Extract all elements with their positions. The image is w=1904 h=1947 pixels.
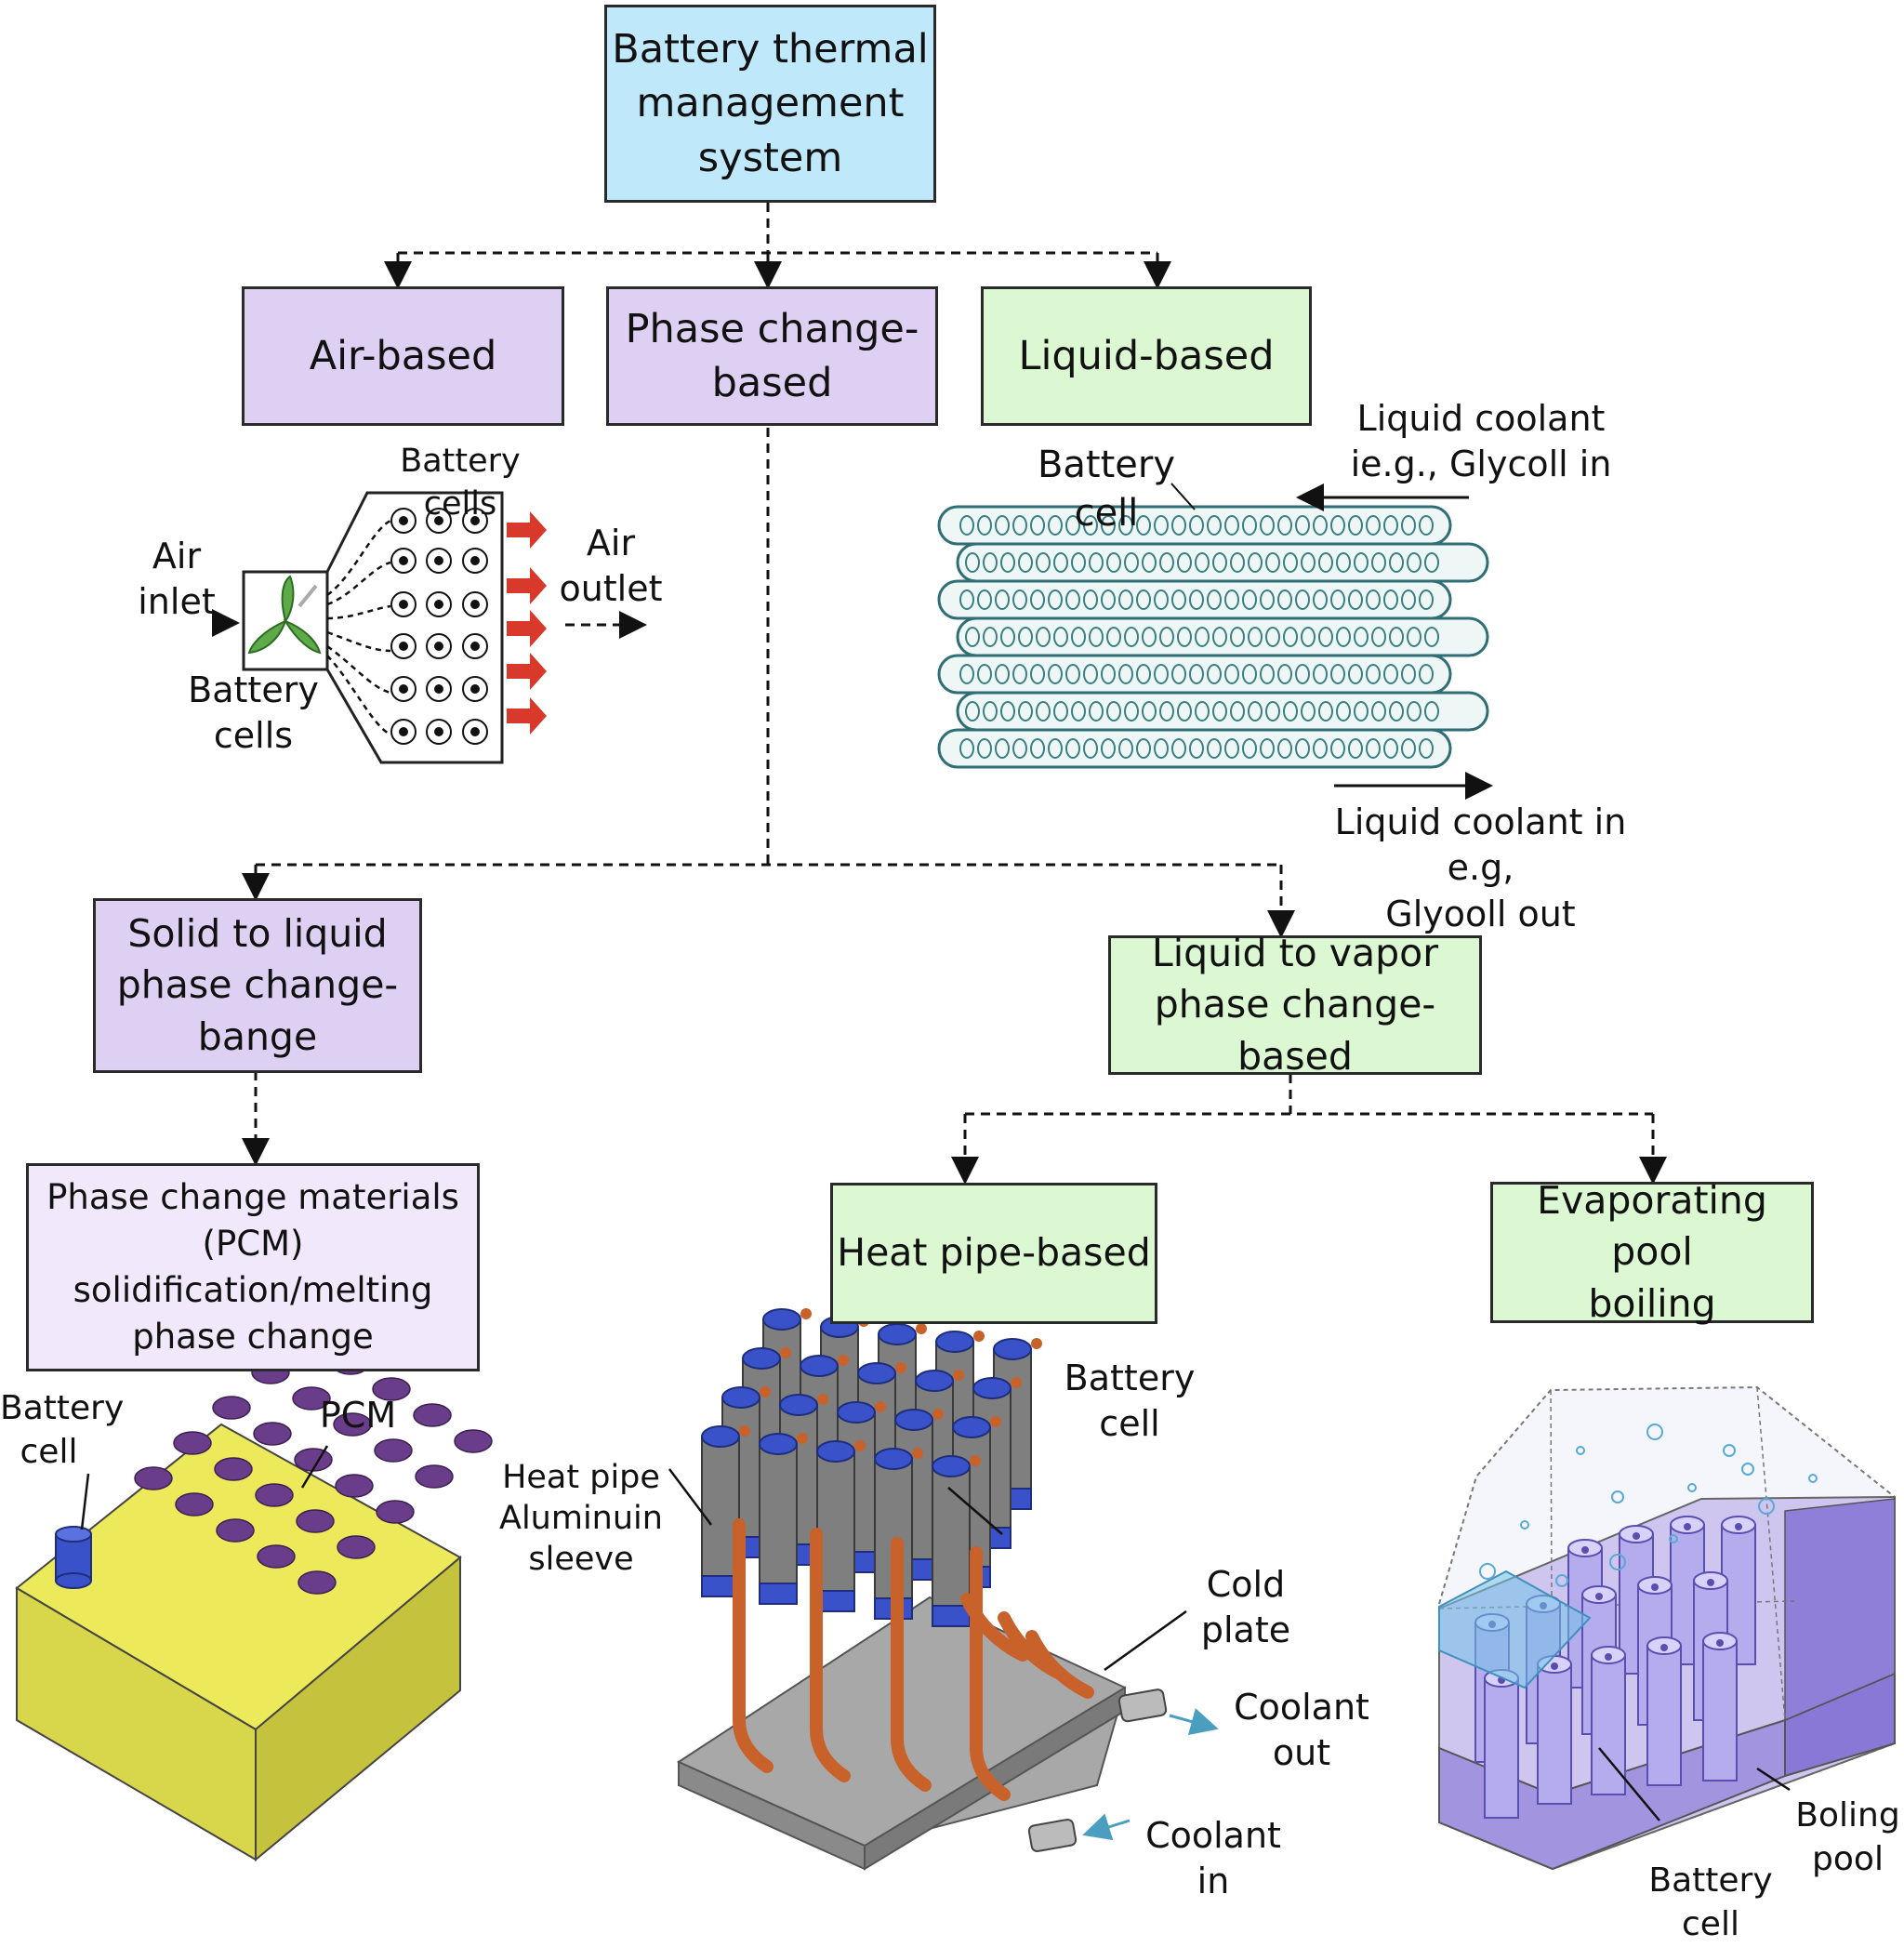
heatpipe-cell	[816, 1450, 855, 1610]
heat-pipe	[733, 1518, 774, 1773]
label-air-battery-cells-top: Battery cells	[400, 443, 521, 523]
heat-pipe	[891, 1537, 932, 1792]
box-liquid-based: Liquid-based	[981, 286, 1312, 426]
pcm-hole	[257, 1544, 296, 1569]
label-pool-battery-cell: Battery cell	[1648, 1861, 1773, 1943]
pool-cell	[1646, 1645, 1682, 1786]
bubble	[1576, 1446, 1585, 1455]
bubble	[1687, 1483, 1697, 1492]
bubble	[1808, 1474, 1818, 1483]
label-coolant-in: Liquid coolant ie.g., Glycoll in	[1350, 398, 1612, 485]
box-solid-to-liquid: Solid to liquid phase change- bange	[93, 898, 422, 1073]
air-illustration	[212, 491, 647, 764]
box-evaporating-pool: Evaporating pool boiling	[1490, 1178, 1814, 1326]
pcm-hole	[296, 1509, 335, 1533]
bubble	[1520, 1520, 1529, 1530]
label-liquid-battery-cell: Battery cell	[1037, 444, 1176, 535]
pcm-hole	[255, 1483, 294, 1507]
pool-cell	[1537, 1663, 1572, 1805]
bubble	[1609, 1554, 1626, 1570]
pcm-hole	[374, 1438, 413, 1463]
heat-pipe	[810, 1528, 851, 1782]
pcm-hole	[298, 1570, 337, 1595]
connector-layer	[15, 203, 1896, 1871]
label-hp-sleeve: Heat pipe Aluminuin sleeve	[499, 1459, 663, 1578]
pcm-hole	[372, 1377, 411, 1401]
bubble	[1758, 1498, 1775, 1515]
label-pcm: PCM	[319, 1395, 397, 1436]
bubble	[1555, 1574, 1568, 1587]
label-coolant-out: Liquid coolant in e.g, Glyooll out	[1334, 801, 1627, 934]
label-pcm-battery-cell: Battery cell	[0, 1389, 125, 1471]
pcm-hole	[173, 1431, 212, 1455]
pcm-hole	[253, 1422, 292, 1446]
pcm-hole	[134, 1466, 173, 1490]
heat-pipe	[1025, 1630, 1094, 1699]
box-heat-pipe: Heat pipe-based	[830, 1183, 1157, 1324]
box-pcm: Phase change materials (PCM) solidificat…	[26, 1163, 480, 1371]
heatpipe-cell	[759, 1443, 798, 1603]
box-air-based: Air-based	[242, 286, 564, 426]
pool-cell	[1702, 1640, 1738, 1781]
label-hp-battery-cell: Battery cell	[1064, 1358, 1196, 1445]
heat-pipe	[970, 1546, 1011, 1801]
pcm-hole	[337, 1535, 376, 1559]
air-battery-cells	[390, 508, 488, 745]
pool-cell	[1484, 1677, 1519, 1819]
label-air-inlet: Air inlet	[138, 536, 216, 623]
label-hp-coolant-out: Coolant out	[1234, 1687, 1369, 1774]
bubble	[1669, 1534, 1678, 1543]
box-liquid-to-vapor: Liquid to vapor phase change-based	[1108, 931, 1482, 1079]
pcm-hole	[454, 1429, 493, 1453]
pcm-hole	[413, 1403, 452, 1427]
heat-pipe	[960, 1593, 1029, 1662]
box-root: Battery thermal management system	[604, 5, 936, 203]
bubble	[1611, 1490, 1624, 1503]
pcm-hole	[212, 1396, 251, 1420]
pcm-illustration	[15, 1325, 493, 1862]
liquid-illustration	[937, 483, 1493, 800]
bubble	[1741, 1463, 1754, 1476]
bubble	[1479, 1563, 1496, 1580]
pcm-hole	[175, 1492, 214, 1517]
label-air-outlet: Air outlet	[559, 523, 663, 610]
pcm-hole	[376, 1500, 415, 1524]
box-phase-change: Phase change- based	[606, 286, 938, 426]
pcm-hole	[292, 1386, 331, 1411]
pcm-hole	[335, 1474, 374, 1498]
heatpipe-illustration	[668, 1308, 1219, 1871]
pcm-hole	[333, 1412, 372, 1437]
coolant-channel	[937, 579, 1452, 620]
coolant-channel	[937, 654, 1452, 695]
pcm-cell	[55, 1526, 92, 1589]
pcm-hole	[415, 1464, 454, 1489]
label-hp-coolant-in: Coolant in	[1145, 1815, 1281, 1902]
coolant-channel	[937, 728, 1452, 769]
bubble	[1723, 1444, 1736, 1457]
label-hp-cold-plate: Cold plate	[1200, 1564, 1291, 1651]
pcm-hole	[214, 1457, 253, 1481]
pool-illustration	[1438, 1385, 1896, 1871]
pcm-hole	[216, 1518, 255, 1543]
bubble	[1646, 1424, 1663, 1440]
label-air-battery-cells-bottom: Battery cells	[188, 669, 319, 757]
label-pool-boiling: Boling pool	[1795, 1796, 1900, 1878]
